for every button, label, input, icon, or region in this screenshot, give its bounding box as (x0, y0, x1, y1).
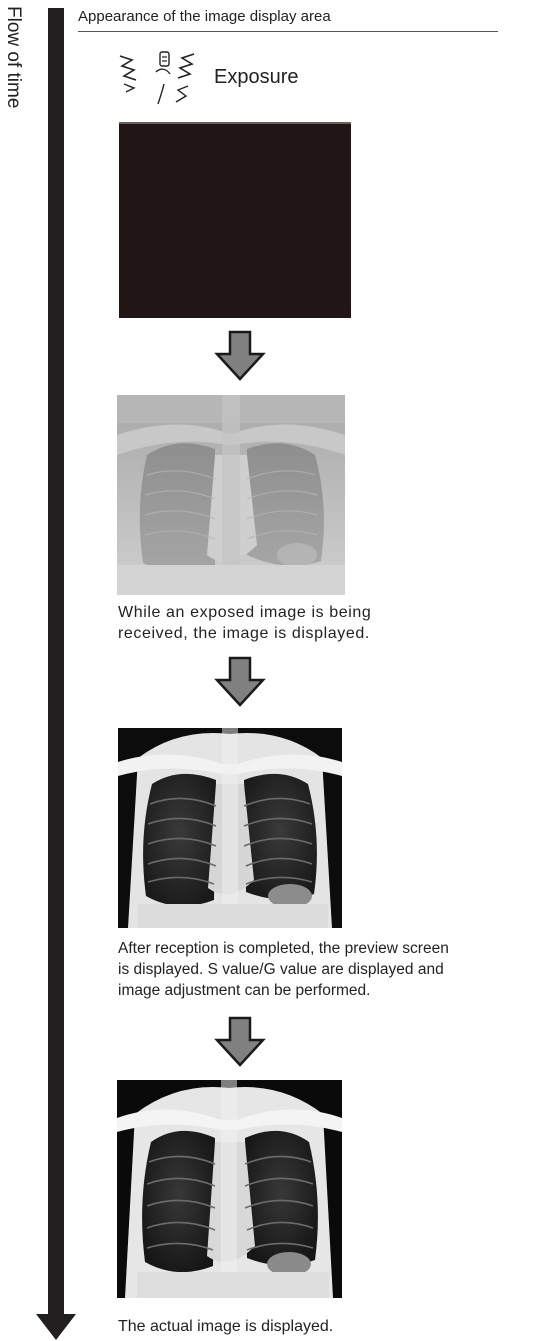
down-arrow-icon (214, 1016, 266, 1068)
blank-dark-frame (119, 122, 351, 318)
caption-line: received, the image is displayed. (118, 623, 371, 644)
caption-line: After reception is completed, the previe… (118, 938, 449, 959)
down-arrow-icon (214, 656, 266, 708)
flow-of-time-label: Flow of time (2, 6, 26, 176)
down-arrow-icon (214, 330, 266, 382)
step-caption-final: The actual image is displayed. (118, 1316, 333, 1337)
diagram-heading: Appearance of the image display area (78, 8, 498, 32)
timeline-arrow-shaft (48, 8, 64, 1316)
step-caption-receiving: While an exposed image is being received… (118, 602, 371, 644)
exposure-switch-icon (116, 44, 212, 108)
caption-line: is displayed. S value/G value are displa… (118, 959, 449, 980)
chest-xray-low-contrast (117, 395, 345, 595)
step-caption-preview: After reception is completed, the previe… (118, 938, 449, 1001)
chest-xray-final (117, 1080, 342, 1298)
chest-xray-preview (118, 728, 342, 928)
caption-line: image adjustment can be performed. (118, 980, 449, 1001)
timeline-arrow-head (36, 1314, 76, 1340)
exposure-label: Exposure (214, 66, 299, 89)
caption-line: While an exposed image is being (118, 602, 371, 623)
flow-of-time-text: Flow of time (2, 6, 24, 108)
caption-line: The actual image is displayed. (118, 1316, 333, 1337)
